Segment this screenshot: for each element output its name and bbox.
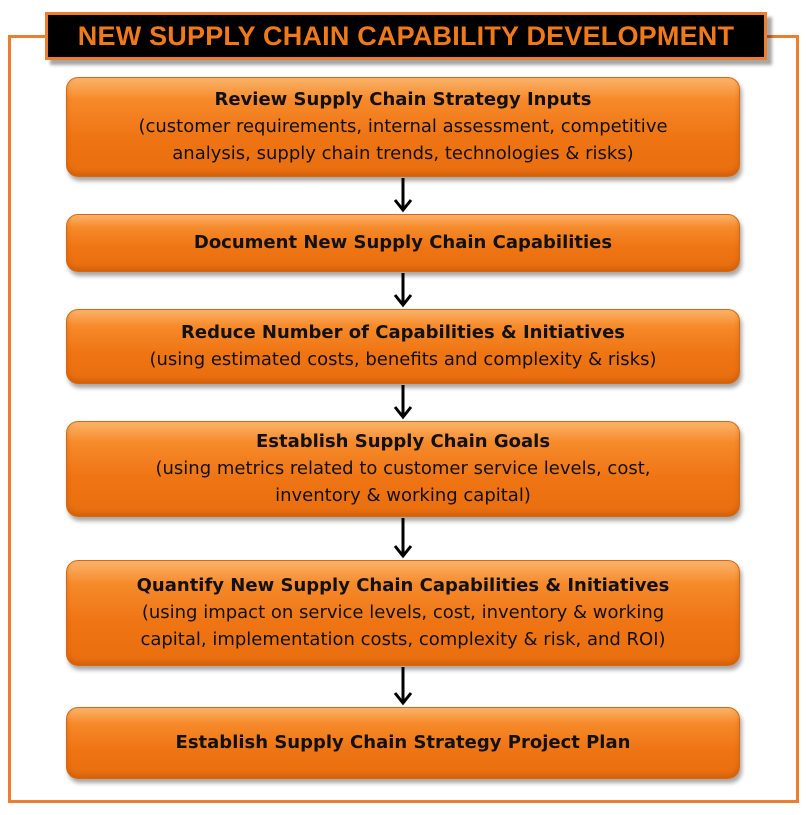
step-description-line: inventory & working capital): [275, 485, 531, 506]
arrow-down-icon: [393, 178, 413, 213]
step-document-capabilities: Document New Supply Chain Capabilities: [66, 214, 740, 272]
step-description-line: (using estimated costs, benefits and com…: [149, 349, 657, 370]
step-description-line: (using impact on service levels, cost, i…: [141, 602, 665, 623]
step-review-inputs: Review Supply Chain Strategy Inputs (cus…: [66, 77, 740, 177]
step-description-line: (using metrics related to customer servi…: [155, 458, 651, 479]
arrow-down-icon: [393, 667, 413, 706]
step-title: Establish Supply Chain Strategy Project …: [175, 732, 631, 753]
step-title: Document New Supply Chain Capabilities: [193, 232, 613, 253]
diagram-title-box: NEW SUPPLY CHAIN CAPABILITY DEVELOPMENT: [45, 12, 767, 60]
step-title: Review Supply Chain Strategy Inputs: [214, 89, 592, 110]
step-description-line: capital, implementation costs, complexit…: [140, 629, 666, 650]
step-description-line: analysis, supply chain trends, technolog…: [172, 143, 634, 164]
step-title: Quantify New Supply Chain Capabilities &…: [136, 575, 670, 596]
step-reduce-capabilities: Reduce Number of Capabilities & Initiati…: [66, 309, 740, 384]
step-establish-goals: Establish Supply Chain Goals (using metr…: [66, 421, 740, 517]
step-project-plan: Establish Supply Chain Strategy Project …: [66, 707, 740, 779]
arrow-down-icon: [393, 385, 413, 420]
diagram-title: NEW SUPPLY CHAIN CAPABILITY DEVELOPMENT: [77, 20, 735, 51]
arrow-down-icon: [393, 273, 413, 308]
step-description-line: (customer requirements, internal assessm…: [138, 116, 668, 137]
arrow-down-icon: [393, 518, 413, 559]
step-quantify-capabilities: Quantify New Supply Chain Capabilities &…: [66, 560, 740, 666]
step-title: Establish Supply Chain Goals: [255, 431, 551, 452]
step-title: Reduce Number of Capabilities & Initiati…: [181, 322, 625, 343]
